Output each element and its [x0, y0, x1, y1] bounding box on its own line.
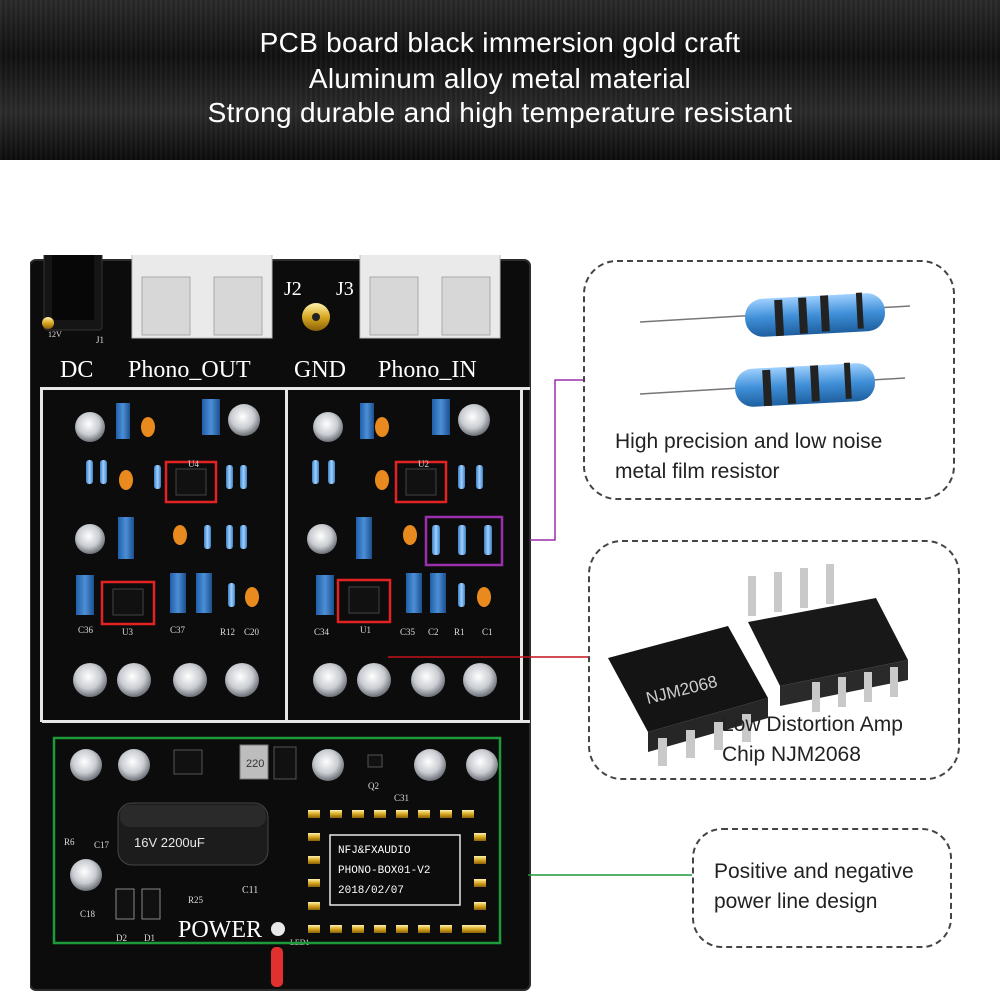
callout-chip-line-2: Chip NJM2068 — [722, 743, 861, 766]
bulk-cap-label: 16V 2200uF — [134, 835, 205, 850]
callout-resistor-line-1: High precision and low noise — [615, 430, 883, 453]
label-gnd: GND — [294, 357, 346, 383]
callout-resistor-line-2: metal film resistor — [615, 460, 780, 483]
label-d2: D2 — [116, 933, 127, 943]
rca-jacks — [131, 255, 501, 339]
label-phono-in: Phono_IN — [378, 357, 477, 383]
label-c31: C31 — [394, 793, 409, 803]
label-u3: U3 — [122, 627, 133, 637]
module-line-3: 2018/02/07 — [338, 885, 404, 897]
power-section: 220 Q2 C31 16V 2200uF C11 C18 R6 C17 D2 … — [52, 736, 502, 987]
label-c36: C36 — [78, 625, 94, 635]
label-12v: 12V — [48, 330, 62, 339]
label-phono-out: Phono_OUT — [128, 357, 251, 383]
callout-chip: NJM2068 Low Distortion Amp Chip NJM2068 — [588, 540, 960, 780]
label-u4: U4 — [188, 459, 199, 469]
label-r25: R25 — [188, 895, 204, 905]
label-c17: C17 — [94, 840, 110, 850]
label-c11: C11 — [242, 885, 258, 896]
label-j2: J2 — [284, 278, 302, 300]
dc-jack — [42, 255, 103, 331]
label-c20: C20 — [244, 627, 260, 637]
label-dc: DC — [60, 357, 93, 383]
callout-power-text: Positive and negative power line design — [714, 857, 914, 917]
label-c37: C37 — [170, 625, 186, 635]
callout-power: Positive and negative power line design — [692, 828, 952, 948]
right-channel: U2 U1 C34 C35 C2 R1 C1 — [307, 399, 504, 697]
label-u2: U2 — [418, 459, 429, 469]
label-c2: C2 — [428, 627, 439, 637]
pcb-board: 12V J1 DC Phono_OUT J2 J3 GND Phono_IN — [30, 255, 531, 991]
label-c34: C34 — [314, 627, 330, 637]
label-r12: R12 — [220, 627, 235, 637]
left-channel: U3 U4 C36 C37 R12 C20 — [73, 399, 260, 697]
callout-power-line-1: Positive and negative — [714, 860, 914, 883]
module-line-2: PHONO-BOX01-V2 — [338, 865, 430, 877]
label-d1: D1 — [144, 933, 155, 943]
label-c35: C35 — [400, 627, 416, 637]
header-banner: PCB board black immersion gold craft Alu… — [0, 0, 1000, 160]
banner-line-1: PCB board black immersion gold craft — [259, 27, 741, 58]
callout-resistor-text: High precision and low noise metal film … — [615, 427, 882, 487]
label-u1: U1 — [360, 625, 371, 635]
label-c18: C18 — [80, 909, 96, 919]
resistor-image — [639, 292, 911, 407]
banner-line-3: Strong durable and high temperature resi… — [207, 97, 793, 128]
callout-resistor: High precision and low noise metal film … — [583, 260, 955, 500]
label-j1: J1 — [96, 335, 104, 345]
label-q2: Q2 — [368, 781, 379, 791]
callout-power-line-2: power line design — [714, 890, 878, 913]
callout-chip-line-1: Low Distortion Amp — [722, 713, 903, 736]
label-power: POWER — [178, 917, 262, 943]
label-r1: R1 — [454, 627, 465, 637]
banner-line-2: Aluminum alloy metal material — [308, 63, 692, 94]
callout-chip-text: Low Distortion Amp Chip NJM2068 — [722, 710, 903, 770]
chip-image: NJM2068 — [608, 564, 908, 766]
label-j3: J3 — [336, 278, 354, 300]
module-line-1: NFJ&FXAUDIO — [338, 845, 411, 857]
label-c1: C1 — [482, 627, 493, 637]
inductor-label: 220 — [246, 758, 264, 770]
label-r6: R6 — [64, 837, 75, 847]
